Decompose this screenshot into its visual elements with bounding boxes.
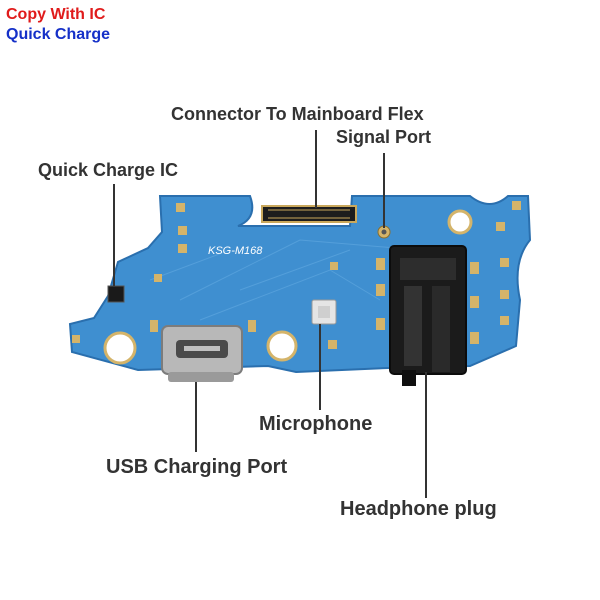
leader-lines [113, 130, 427, 498]
label-usb-port: USB Charging Port [106, 456, 288, 478]
quick-charge-badge: Quick Charge [6, 26, 111, 43]
label-quick-charge-ic: Quick Charge IC [38, 160, 179, 180]
silkscreen-text: KSG-M168 [208, 245, 263, 257]
flex-connector [261, 205, 357, 223]
solder-pads [72, 201, 521, 349]
mount-hole-left [103, 331, 137, 365]
label-headphone: Headphone plug [340, 498, 497, 520]
quick-charge-ic-chip [107, 285, 125, 303]
mount-hole-middle [266, 330, 298, 362]
label-microphone: Microphone [259, 413, 373, 435]
label-connector: Connector To Mainboard Flex [171, 104, 424, 124]
label-signal-port: Signal Port [336, 127, 432, 147]
copy-with-ic-badge: Copy With IC [6, 6, 106, 23]
mount-hole-right [447, 209, 473, 235]
